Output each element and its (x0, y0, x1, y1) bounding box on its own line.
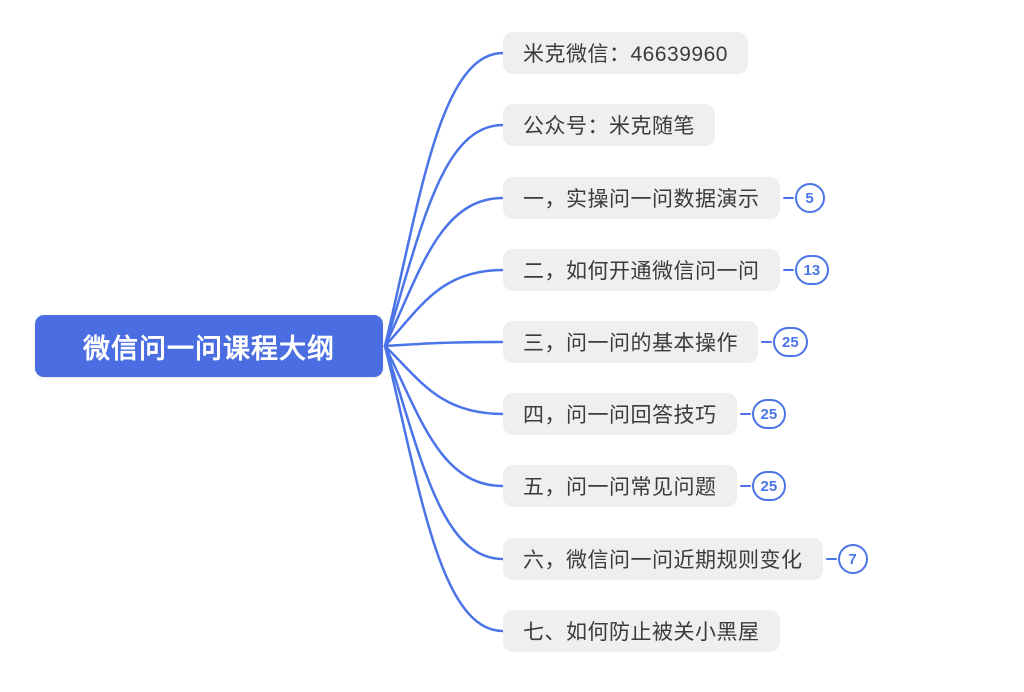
task-count-badge[interactable]: 5 (794, 183, 825, 213)
branch-topic[interactable]: 公众号：米克随笔 (503, 104, 715, 146)
branch-row: 五，问一问常见问题 25 (503, 465, 787, 507)
badge-connector-line (782, 268, 794, 272)
badge-connector-line (739, 484, 751, 488)
task-count-badge[interactable]: 25 (773, 327, 808, 357)
badge-connector-line (825, 557, 837, 561)
branch-topic[interactable]: 五，问一问常见问题 (503, 465, 737, 507)
branch-row: 二，如何开通微信问一问 13 (503, 249, 830, 291)
branch-label: 二，如何开通微信问一问 (523, 260, 760, 283)
branch-topic[interactable]: 二，如何开通微信问一问 (503, 249, 780, 291)
task-count-badge[interactable]: 13 (794, 255, 830, 285)
badge-connector-line (739, 412, 751, 416)
branch-label: 公众号：米克随笔 (523, 115, 695, 138)
branch-topic[interactable]: 六，微信问一问近期规则变化 (503, 538, 823, 580)
branch-label: 三，问一问的基本操作 (523, 332, 738, 355)
branch-label: 五，问一问常见问题 (523, 476, 717, 499)
branch-topic[interactable]: 米克微信：46639960 (503, 32, 748, 74)
branch-topic[interactable]: 四，问一问回答技巧 (503, 393, 737, 435)
branch-label: 一，实操问一问数据演示 (523, 188, 760, 211)
branch-row: 七、如何防止被关小黑屋 (503, 610, 780, 652)
branch-row: 米克微信：46639960 (503, 32, 748, 74)
task-count-badge[interactable]: 25 (751, 471, 787, 501)
branch-label: 六，微信问一问近期规则变化 (523, 549, 803, 572)
branch-topic[interactable]: 三，问一问的基本操作 (503, 321, 758, 363)
task-count-badge[interactable]: 25 (751, 399, 787, 429)
branch-label: 七、如何防止被关小黑屋 (523, 621, 760, 644)
root-topic[interactable]: 微信问一问课程大纲 (35, 315, 383, 377)
branch-row: 三，问一问的基本操作 25 (503, 321, 808, 363)
branch-row: 一，实操问一问数据演示 5 (503, 177, 825, 219)
branch-row: 六，微信问一问近期规则变化 7 (503, 538, 868, 580)
branch-topic[interactable]: 一，实操问一问数据演示 (503, 177, 780, 219)
branch-topic[interactable]: 七、如何防止被关小黑屋 (503, 610, 780, 652)
badge-connector-line (782, 196, 794, 200)
branch-label: 四，问一问回答技巧 (523, 404, 717, 427)
branch-label: 米克微信：46639960 (523, 43, 728, 66)
branch-row: 公众号：米克随笔 (503, 104, 715, 146)
badge-connector-line (761, 340, 772, 344)
task-count-badge[interactable]: 7 (837, 544, 868, 574)
branch-row: 四，问一问回答技巧 25 (503, 393, 787, 435)
